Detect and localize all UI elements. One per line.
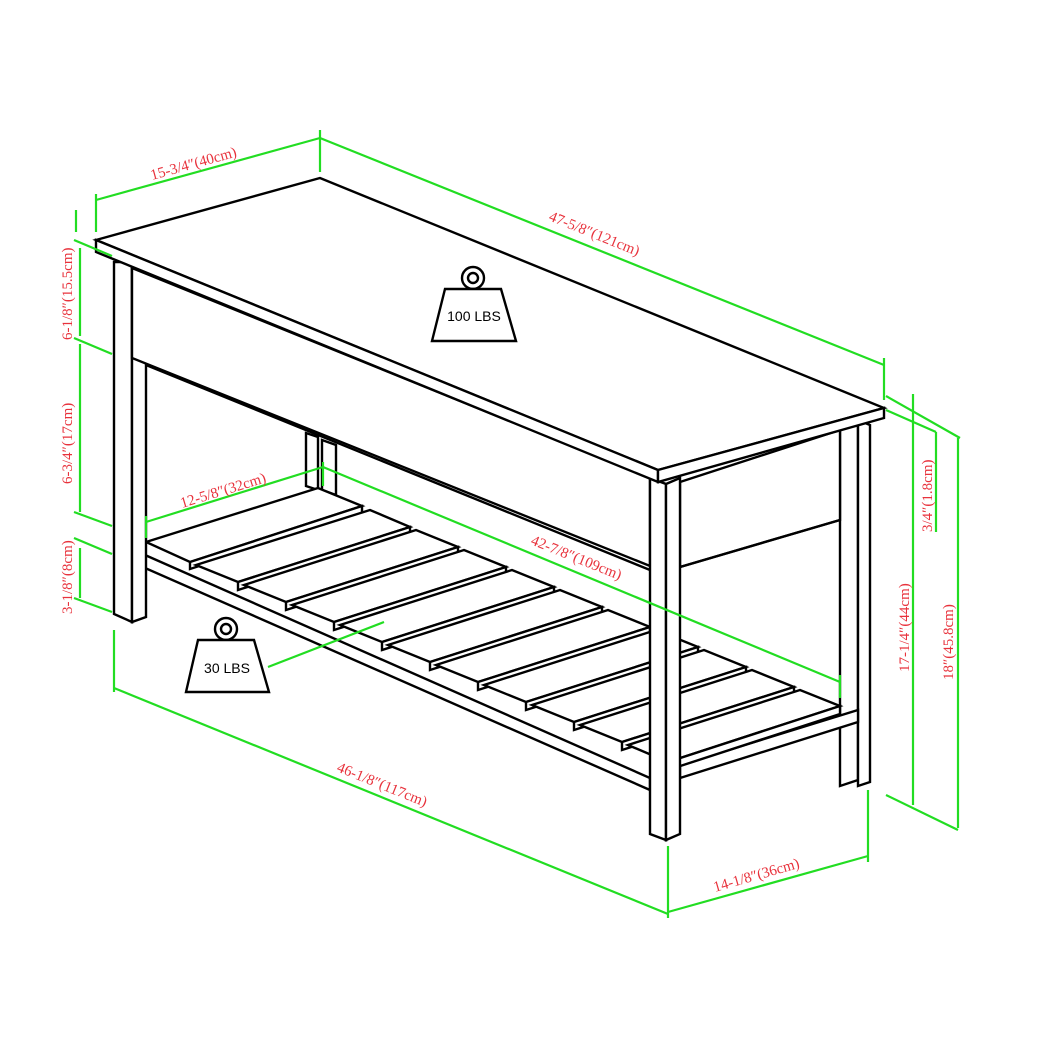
dim-shelf-depth: 12-5/8″(32cm) xyxy=(178,471,268,512)
dim-base-depth: 14-1/8″(36cm) xyxy=(712,856,802,896)
dim-base-width: 46-1/8″(117cm) xyxy=(335,760,430,811)
dim-open-height: 6-3/4″(17cm) xyxy=(60,403,76,484)
weight-icon-100: 100 LBS xyxy=(430,265,518,343)
dim-shelf-height: 3-1/8″(8cm) xyxy=(60,540,76,614)
weight-label-top: 100 LBS xyxy=(447,308,501,324)
dim-apron-height: 6-1/8″(15.5cm) xyxy=(60,248,76,340)
dim-leg-height: 17-1/4″(44cm) xyxy=(897,583,913,672)
dim-top-thickness: 3/4″(1.8cm) xyxy=(920,460,936,532)
dim-total-height: 18″(45.8cm) xyxy=(941,604,957,680)
bench-outline xyxy=(92,176,888,842)
weight-icon-30: 30 LBS xyxy=(184,616,271,694)
weight-label-shelf: 30 LBS xyxy=(204,660,250,676)
shelf-weight-leader xyxy=(267,620,385,669)
dimension-lines xyxy=(73,130,961,918)
